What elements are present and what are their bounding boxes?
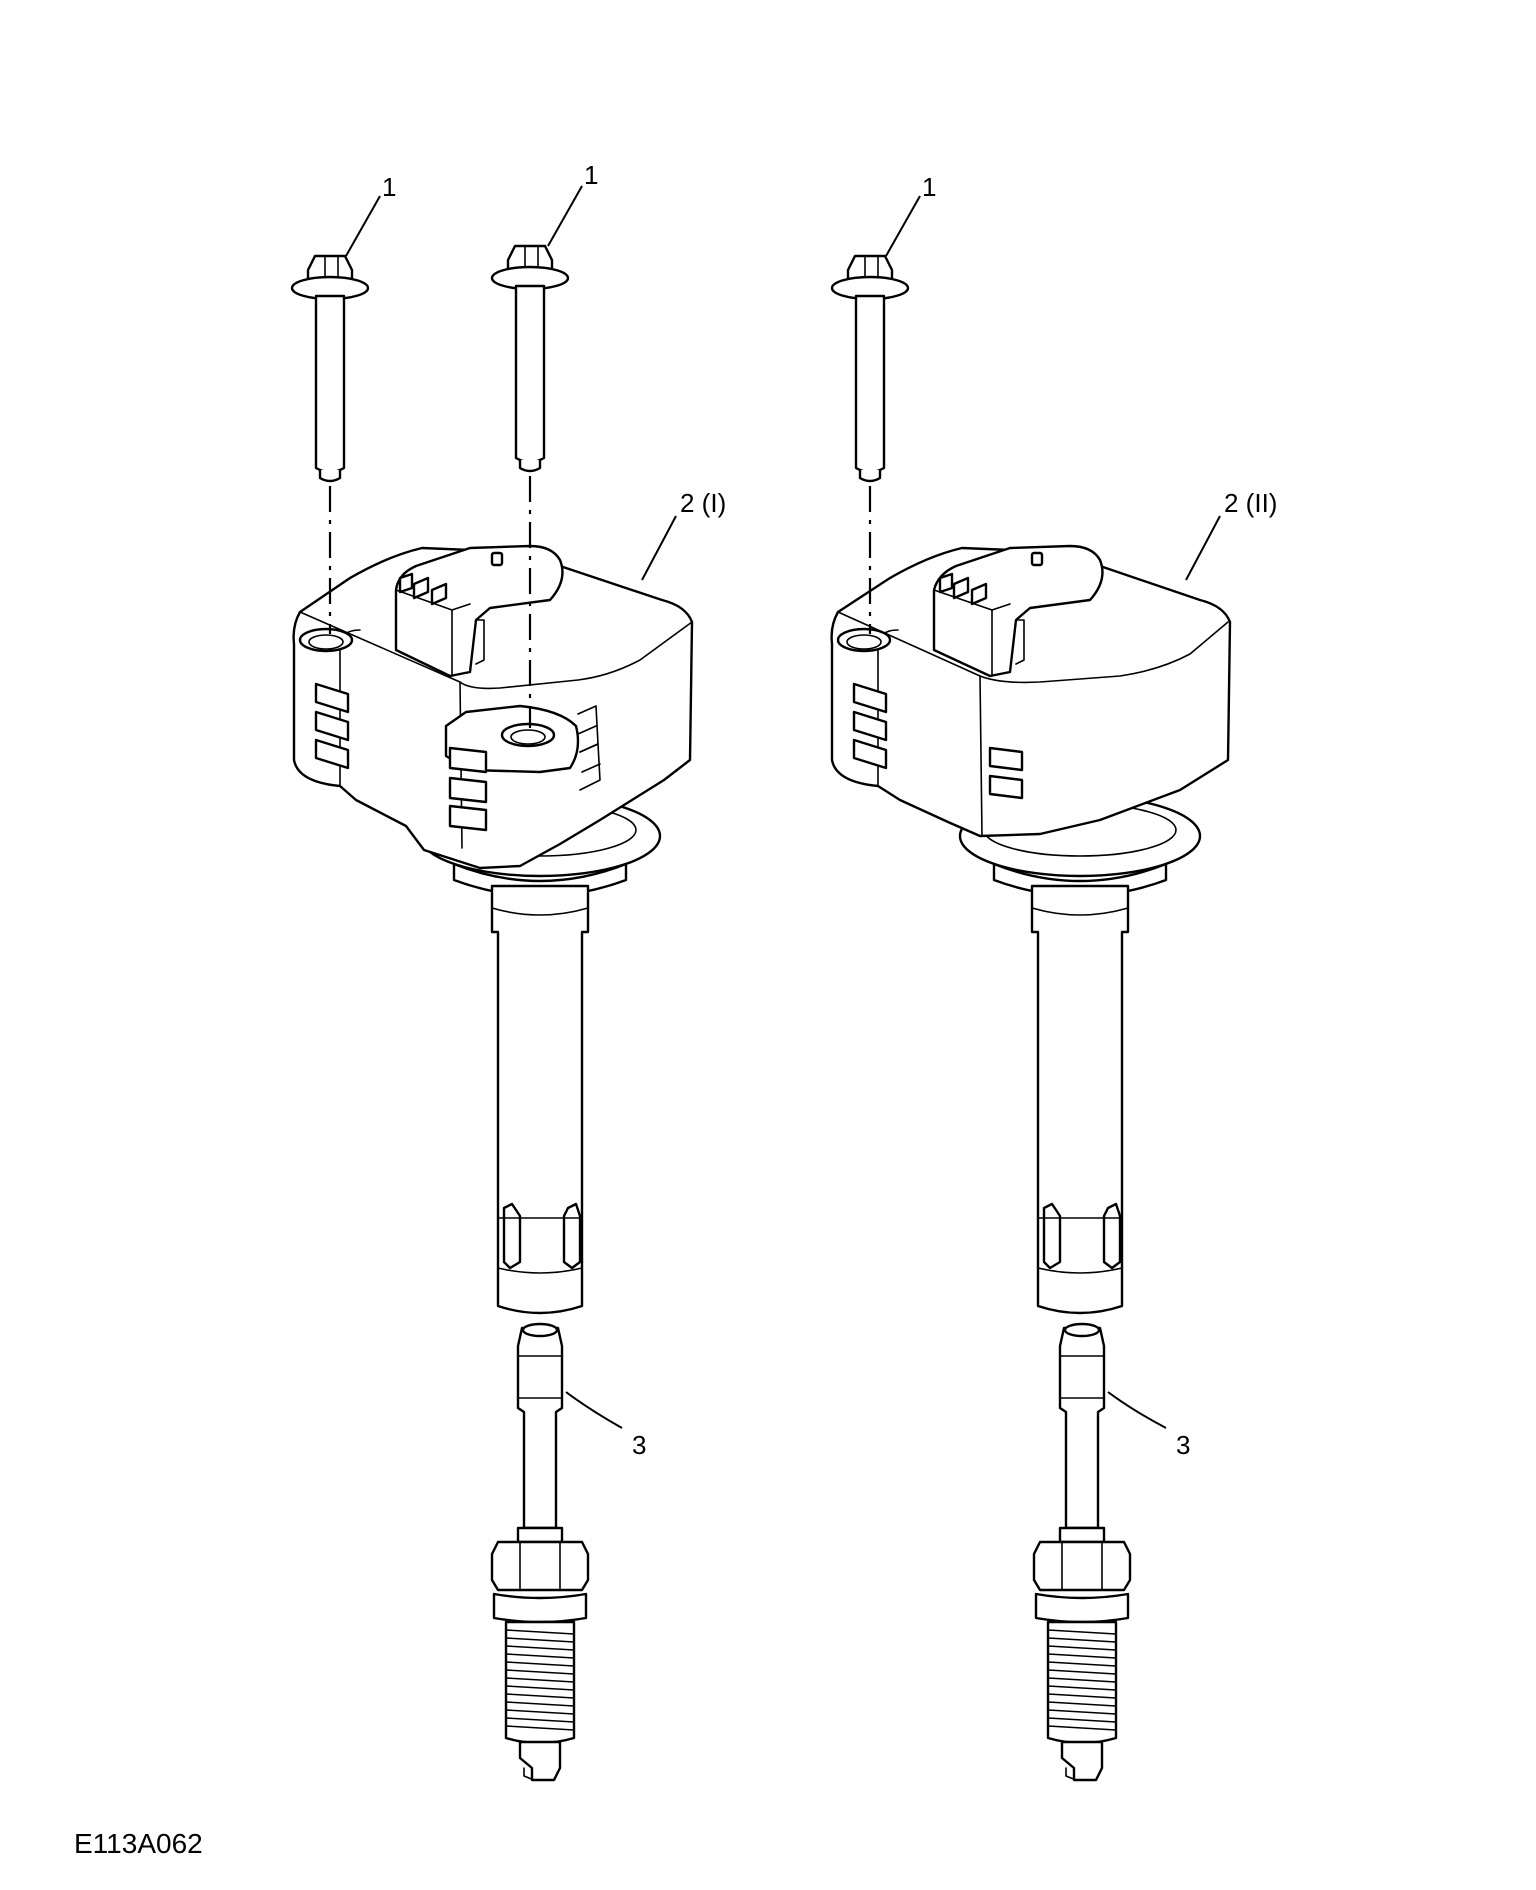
- bolt-left-b: [490, 244, 570, 473]
- ignition-coil-left: [292, 544, 694, 1315]
- callout-bolt-left-a: 1: [382, 172, 396, 202]
- callout-coil-left: 2 (I): [680, 488, 726, 518]
- callout-plug-right: 3: [1176, 1430, 1190, 1460]
- spark-plug-right: [1032, 1322, 1132, 1782]
- leader-lines: [345, 185, 1221, 1429]
- callout-bolt-left-b: 1: [584, 160, 598, 190]
- figure-id: E113A062: [74, 1828, 203, 1859]
- bolt-left-a: [290, 254, 370, 483]
- callout-plug-left: 3: [632, 1430, 646, 1460]
- spark-plug-left: [490, 1322, 590, 1782]
- center-lines: [328, 476, 872, 728]
- callout-coil-right: 2 (II): [1224, 488, 1277, 518]
- bolt-right: [830, 254, 910, 483]
- callout-bolt-right: 1: [922, 172, 936, 202]
- ignition-coil-right: [830, 544, 1232, 1315]
